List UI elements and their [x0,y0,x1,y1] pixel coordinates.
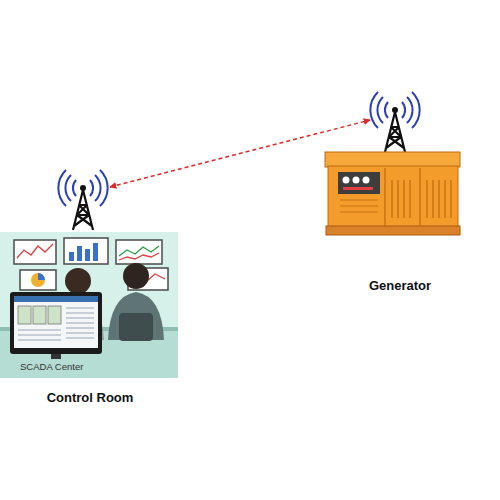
scada-monitor-part [51,354,61,359]
generator-illustration [325,152,460,235]
wall-screens-part [31,273,45,287]
operator-part [119,313,153,341]
wall-screens-part [116,240,162,264]
scada-monitor-part [48,306,61,324]
operator-part [108,292,164,340]
scada-monitor-part [33,306,46,324]
operator-part [65,268,91,294]
wall-screens-part [119,253,159,260]
wall-screens-part [93,243,98,261]
dashed-radio-link [110,120,370,187]
screen-caption: SCADA Center [20,362,120,373]
generator-illustration-part [353,177,360,184]
generator-illustration-part [385,168,420,226]
generator-node: Generator [320,120,480,300]
wall-screens-part [17,244,53,258]
control-room-node: SCADA CenterControl Room [0,187,180,412]
wall-screens-part [119,246,159,256]
control-room-illustration-part [0,232,178,378]
generator-illustration-part [326,226,460,235]
wall-screens-part [64,238,108,264]
node-heading: Generator [320,279,480,294]
radio-tower [58,170,107,230]
scada-monitor-part [18,308,94,340]
control-room-illustration [0,232,178,378]
scada-monitor-part [10,292,102,354]
scada-monitor-part [14,296,98,348]
wall-screens-part [85,249,90,261]
wall-screens-part [20,270,56,290]
operator-part [123,263,149,289]
generator-illustration-part [328,166,458,227]
scada-monitor-part [18,306,31,324]
scada-monitor-part [14,296,98,302]
generator-illustration-part [338,172,380,194]
generator-illustration-part [340,200,378,212]
wall-screens-part [77,246,82,261]
radio-tower [370,92,419,152]
wall-screens-part [69,252,74,261]
generator-illustration-part [392,180,451,218]
wall-screens-part [38,273,45,280]
generator-illustration-part [363,177,370,184]
generator-illustration-part [343,177,350,184]
node-heading: Control Room [0,391,180,406]
scada-monitor [10,292,102,359]
operator [108,263,164,341]
generator-illustration-part [325,152,460,167]
wall-screens-part [14,240,56,264]
generator-illustration-part [343,187,373,190]
wall-screens [14,238,168,290]
